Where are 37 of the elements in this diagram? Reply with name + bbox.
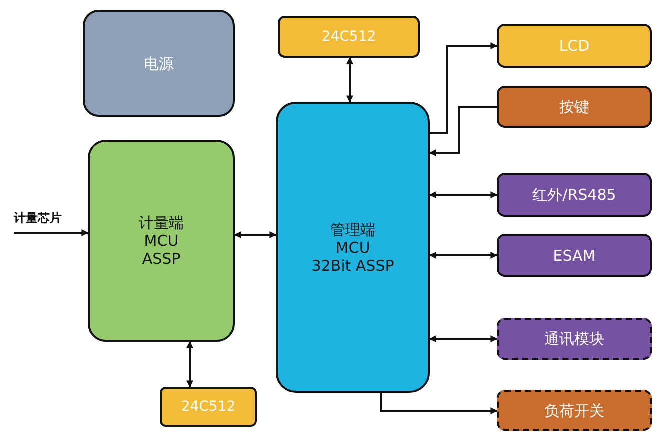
- arrow: [380, 393, 498, 414]
- arrow: [430, 42, 498, 134]
- node-label: 24C512: [181, 398, 236, 416]
- interface-box: [497, 173, 652, 217]
- arrow: [429, 252, 498, 259]
- arrow: [429, 192, 498, 198]
- node-label: 电源: [144, 54, 174, 72]
- power-supply-box: [83, 10, 235, 117]
- node-label: 负荷开关: [544, 402, 604, 420]
- arrow: [346, 57, 354, 103]
- mcu-block: [276, 102, 430, 393]
- node-label: 按键: [560, 98, 590, 116]
- keypad-box: [497, 86, 652, 128]
- node-label: MCU: [144, 232, 179, 250]
- node-label: ESAM: [553, 246, 596, 264]
- node-label: LCD: [559, 37, 590, 55]
- node-label: 32Bit ASSP: [312, 256, 394, 274]
- communication-module-box: [497, 318, 652, 360]
- memory-chip-box: [160, 387, 257, 427]
- node-label: 管理端: [330, 220, 376, 238]
- node-label: MCU: [336, 238, 370, 256]
- arrow: [186, 341, 194, 388]
- arrow: [429, 336, 498, 342]
- arrow: [14, 230, 89, 236]
- arrow: [234, 232, 277, 238]
- input-label: 计量芯片: [14, 210, 62, 227]
- node-label: 红外/RS485: [532, 186, 616, 204]
- arrow: [429, 106, 497, 156]
- node-label: 计量端: [139, 214, 184, 232]
- security-module-box: [497, 234, 652, 277]
- mcu-block: [88, 140, 235, 342]
- node-label: 通讯模块: [544, 330, 604, 348]
- node-label: 24C512: [322, 28, 376, 46]
- switch-box: [497, 390, 652, 431]
- node-label: ASSP: [142, 250, 181, 268]
- memory-chip-box: [278, 16, 420, 58]
- display-box: [497, 24, 652, 68]
